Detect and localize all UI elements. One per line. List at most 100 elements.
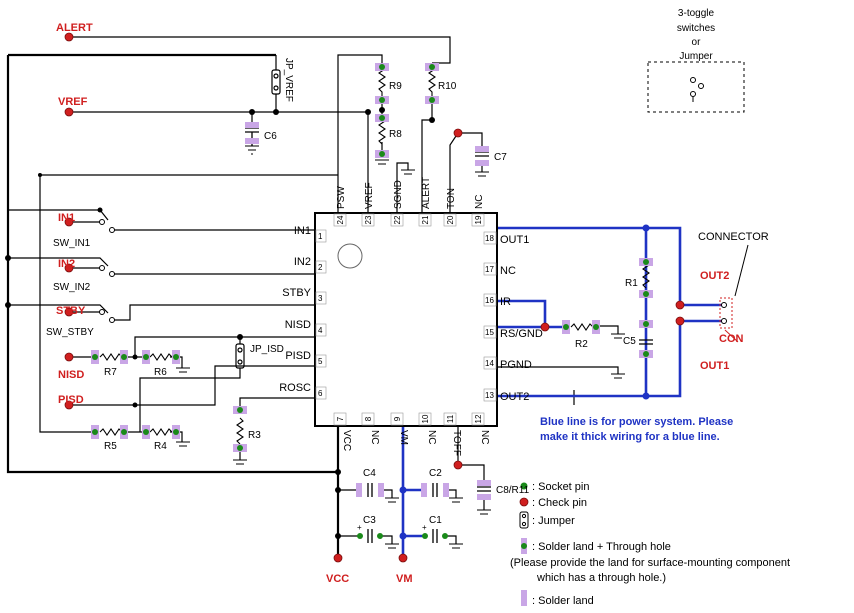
pgnd-wire [497, 366, 619, 374]
power-note: Blue line is for power system. Please ma… [540, 416, 733, 443]
ic-pin-pad-17 [483, 262, 497, 276]
ic-pin-label-in2: IN2 [294, 256, 311, 268]
r2-label: R2 [575, 339, 588, 350]
jp-vref-pin-a [273, 73, 279, 79]
ic-pin-label-ir: IR [500, 296, 511, 308]
socket-r2-r [593, 324, 599, 330]
legend-land-socket-dot [521, 543, 527, 549]
junction-sw-in1 [97, 207, 103, 213]
legend-jumper-pin-a [521, 513, 527, 519]
gnd-c1 [449, 543, 463, 549]
ic-pin-pad-19 [471, 213, 485, 227]
psw-wire [337, 54, 383, 213]
c3-plates [367, 529, 373, 543]
ic-pin-label-nc-8: NC [369, 430, 380, 444]
legend-solder-through-note2: which has a through hole.) [536, 572, 666, 584]
legend-solder-through-note1: (Please provide the land for surface-mou… [510, 557, 790, 569]
ic-pin-label-pisd: PISD [285, 350, 311, 362]
sw-stby-contact-a [99, 309, 105, 315]
junction-jp-isd [237, 334, 243, 340]
ic-pin-label-nisd: NISD [285, 319, 311, 331]
net-nisd-label: NISD [58, 369, 84, 381]
c1-gnd [445, 535, 457, 544]
check-out1 [675, 316, 685, 326]
r4-label: R4 [154, 441, 167, 452]
c7-label: C7 [494, 152, 507, 163]
socket-r7-l [92, 354, 98, 360]
ic-pin-label-nc-19: NC [474, 195, 485, 209]
junction-rail-in1 [5, 255, 11, 261]
ic-pin1-marker [337, 243, 363, 269]
junction-vref-r8 [365, 109, 371, 115]
ic-pin-number-8: 8 [364, 416, 373, 421]
gnd-r6 [176, 367, 190, 373]
socket-r3-top [237, 407, 243, 413]
r1-label: R1 [625, 278, 638, 289]
junction-vcc-c4 [335, 487, 341, 493]
socket-r9-top [379, 64, 385, 70]
socket-r10-top [429, 64, 435, 70]
check-in1 [64, 217, 74, 227]
net-vcc-label: VCC [326, 573, 349, 585]
toggle-box-text: 3-toggle switches or Jumper [677, 8, 715, 62]
c2-plates [432, 483, 438, 497]
net-in2-label: IN2 [58, 258, 75, 270]
check-ton [453, 128, 463, 138]
check-nisd [64, 352, 74, 362]
land-c4-l [356, 483, 362, 497]
socket-r6-r [173, 354, 179, 360]
net-vref-label: VREF [58, 96, 88, 108]
con-label-pointer [724, 329, 739, 343]
ic-pin-number-15: 15 [485, 328, 494, 337]
ic-pin-pad-7 [333, 412, 347, 426]
connector-pointer [734, 244, 749, 297]
note-line2: make it thick wiring for a blue line. [540, 431, 720, 443]
toff-wire [457, 426, 485, 483]
legend-jumper-text: : Jumper [532, 515, 575, 527]
r10-zigzag [428, 65, 436, 100]
socket-r5-r [121, 429, 127, 435]
gnd-c7 [475, 171, 489, 177]
legend-solder-land-text: : Solder land [532, 595, 594, 607]
legend-jumper-body [519, 511, 529, 529]
land-c8-top [477, 480, 491, 486]
r3-zigzag [236, 417, 244, 445]
r9-label: R9 [389, 81, 402, 92]
legend-land-solder [521, 590, 527, 606]
r10-wire [421, 100, 433, 213]
component-labels: SW_IN1 SW_IN2 SW_STBY JP_VREF JP_ISD R9 … [46, 58, 769, 526]
gnd-c2 [449, 497, 463, 503]
gnd-c4 [385, 497, 399, 503]
junction-r10 [429, 117, 435, 123]
net-labels: ALERT VREF IN1 IN2 STBY NISD PISD VCC VM… [56, 22, 744, 585]
ic-pin-label-sgnd-22: SGND [393, 180, 404, 209]
ic-pin-number-5: 5 [318, 357, 323, 366]
ic-pin-number-9: 9 [393, 416, 402, 421]
ic-pin-label-in1: IN1 [294, 225, 311, 237]
legend-socket-text: : Socket pin [532, 481, 589, 493]
power-junctions [399, 224, 650, 540]
land-c7-top [475, 146, 489, 152]
check-vref [64, 107, 74, 117]
ic-pin-label-pgnd: PGND [500, 359, 532, 371]
socket-c1-r [442, 533, 448, 539]
ic-pin-pad-20 [443, 213, 457, 227]
socket-r7-r [121, 354, 127, 360]
out1-power [497, 226, 682, 305]
legend-check-dot [519, 497, 529, 507]
junction-dots [5, 107, 435, 539]
check-vm [398, 553, 408, 563]
switch-contacts [99, 219, 727, 324]
ic-pin-pad-14 [483, 356, 497, 370]
c1-plus: + [422, 523, 427, 532]
land-c6-bot [245, 138, 259, 144]
ic-pin-label-nc-12: NC [479, 430, 490, 444]
socket-r10-bot [429, 97, 435, 103]
ic-pin-number-7: 7 [336, 416, 345, 421]
ic-pin-pad-12 [471, 412, 485, 426]
ic-pin-number-20: 20 [446, 215, 455, 224]
ic-pin-number-1: 1 [318, 232, 323, 241]
ic-pin-label-vcc-7: VCC [341, 430, 352, 451]
